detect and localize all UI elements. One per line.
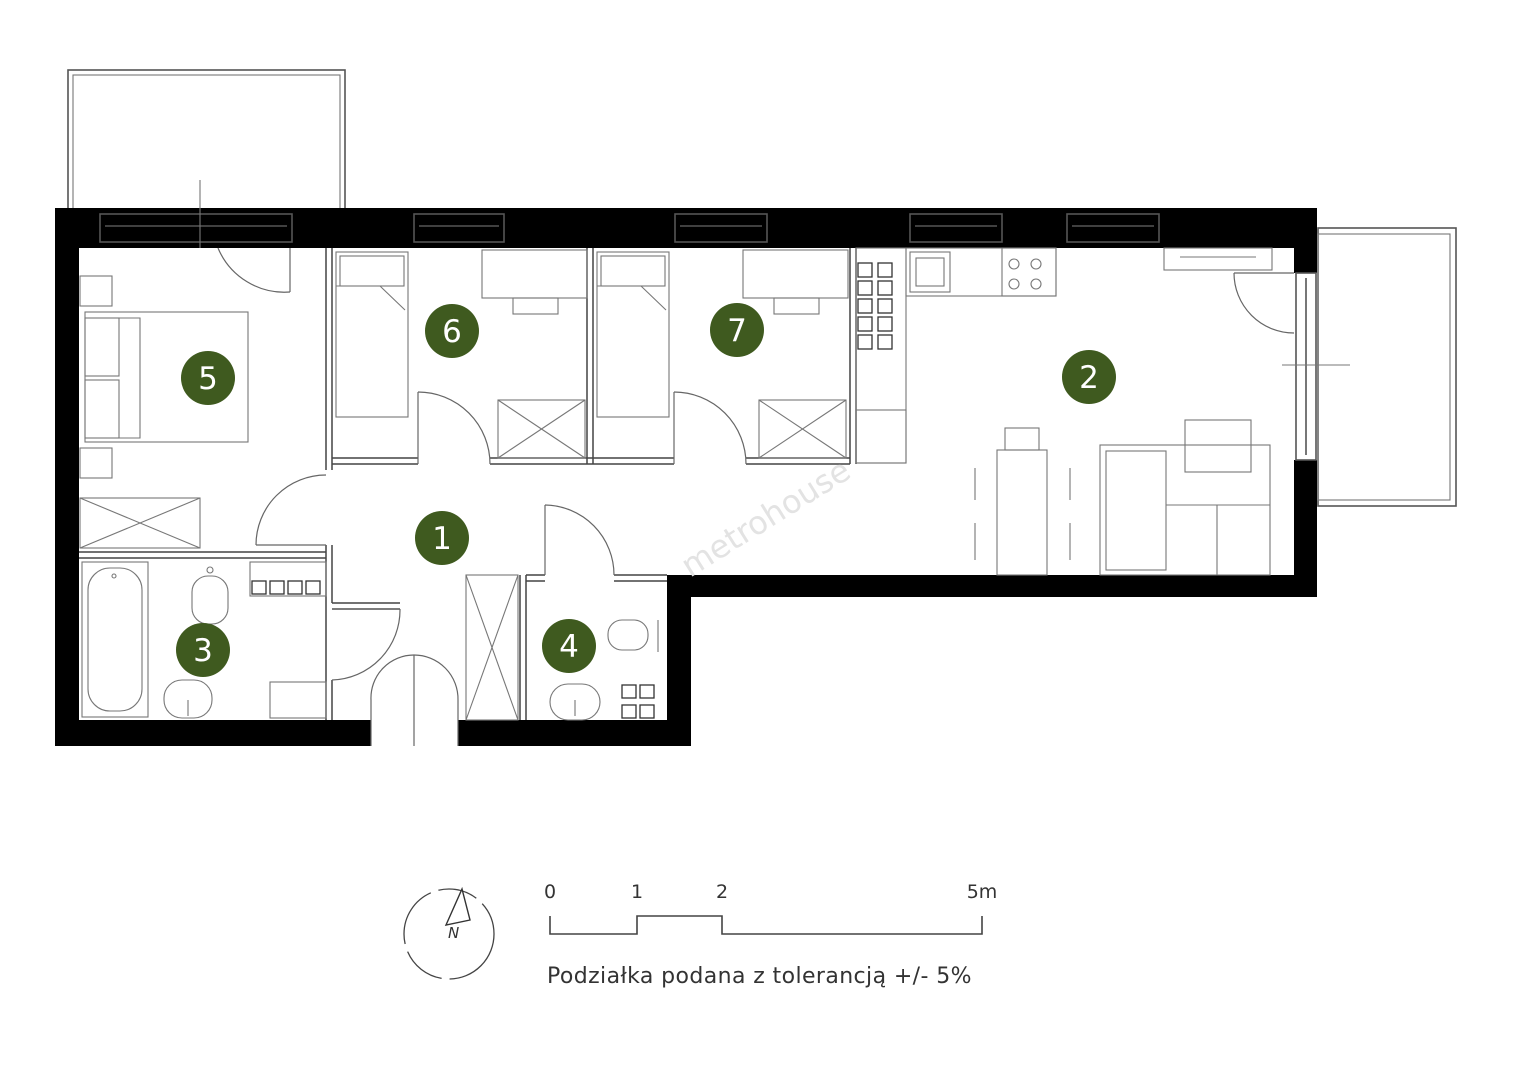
watermark: metrohouse	[674, 451, 857, 585]
room-number: 4	[559, 629, 579, 665]
room-badge-5: 5	[181, 351, 235, 405]
kitchen-cabinet-grid	[251, 262, 893, 719]
room-number: 6	[442, 314, 462, 350]
scale-tolerance-note: Podziałka podana z tolerancją +/- 5%	[547, 964, 972, 989]
outer-walls	[55, 208, 1317, 746]
room-number: 7	[727, 313, 747, 349]
balcony-right	[1317, 227, 1457, 507]
scale-tick-0: 0	[544, 881, 556, 903]
room-badge-6: 6	[425, 304, 479, 358]
room-badge-7: 7	[710, 303, 764, 357]
room-badge-2: 2	[1062, 350, 1116, 404]
scale-tick-5m: 5m	[967, 881, 998, 903]
room-badge-3: 3	[176, 623, 230, 677]
balcony-left	[67, 69, 346, 211]
room-number: 5	[198, 361, 218, 397]
scale-bar: 0 1 2 5m Podziałka podana z tolerancją +…	[544, 881, 997, 989]
furniture	[79, 247, 1273, 721]
room-number: 3	[193, 633, 213, 669]
room-badge-4: 4	[542, 619, 596, 673]
compass: N	[403, 886, 495, 980]
north-label: N	[448, 924, 459, 942]
room-badge-1: 1	[415, 511, 469, 565]
room-number: 2	[1079, 360, 1099, 396]
scale-tick-2: 2	[716, 881, 728, 903]
doors	[217, 247, 1295, 746]
room-number: 1	[432, 521, 452, 557]
windows	[99, 180, 1350, 461]
north-arrow-icon	[444, 886, 471, 926]
scale-tick-1: 1	[631, 881, 643, 903]
